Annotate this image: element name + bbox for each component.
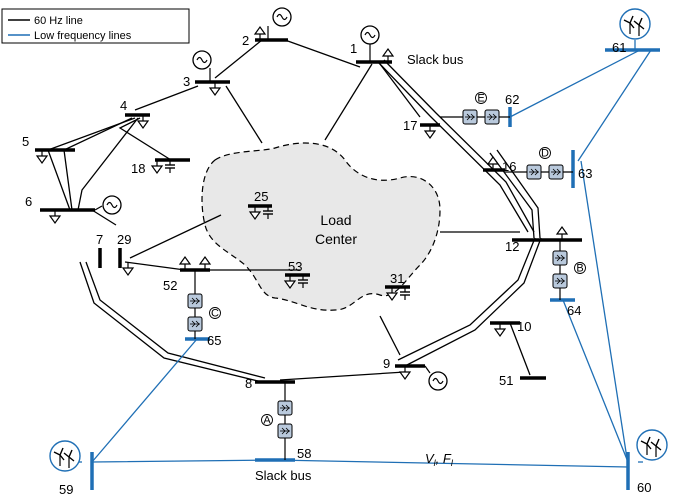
generator-icon [272, 7, 292, 27]
load-arrow-icon [487, 156, 499, 171]
bus-labels: 2 1 Slack bus 3 4 5 18 6 25 7 29 52 53 3… [22, 33, 651, 497]
load-arrow-icon [49, 209, 61, 224]
bus-label-65: 65 [207, 333, 221, 348]
generator-icon [428, 371, 448, 391]
wind-turbine-icon [636, 429, 668, 461]
slack-bus-label-top: Slack bus [407, 52, 464, 67]
low-frequency-buses [90, 48, 660, 490]
load-arrow-icon [209, 81, 221, 96]
generators [94, 7, 448, 391]
bus-label-51: 51 [499, 373, 513, 388]
bus-label-5: 5 [22, 134, 29, 149]
converter-icon [484, 109, 500, 125]
load-center-label-2: Center [315, 231, 357, 247]
converter-label-a: A [263, 415, 271, 427]
load-arrow-icon [399, 365, 411, 380]
bus-label-64: 64 [567, 303, 581, 318]
bus-label-62: 62 [505, 92, 519, 107]
load-arrow-icon [36, 149, 48, 164]
bus-label-18: 18 [131, 161, 145, 176]
converter-icon [187, 293, 203, 309]
converter-a: A [261, 382, 293, 460]
generator-icon [102, 195, 122, 215]
converters: E D B C [187, 92, 586, 460]
converter-label-b: B [576, 263, 583, 275]
converter-label-e: E [477, 93, 484, 105]
legend-label-low-freq: Low frequency lines [34, 30, 132, 42]
bus-label-25: 25 [254, 189, 268, 204]
converter-d: D [505, 147, 573, 180]
bus-label-2: 2 [242, 33, 249, 48]
converter-icon [277, 400, 293, 416]
bus-label-60: 60 [637, 480, 651, 495]
bus-label-7: 7 [96, 232, 103, 247]
generator-icon [360, 25, 380, 45]
bus-label-52: 52 [163, 278, 177, 293]
converter-icon [548, 164, 564, 180]
converter-icon [187, 316, 203, 332]
generator-icon [192, 50, 212, 70]
load-arrow-icon [151, 159, 163, 174]
bus-label-53: 53 [288, 259, 302, 274]
bus-label-6: 6 [25, 194, 32, 209]
vl-fl-label: Vl, Fl [425, 451, 454, 468]
load-arrow-icon [137, 114, 149, 129]
bus-label-16: 16 [502, 159, 516, 174]
bus-label-31: 31 [390, 271, 404, 286]
bus-label-10: 10 [517, 319, 531, 334]
load-arrow-icon [424, 124, 436, 139]
bus-label-61: 61 [612, 40, 626, 55]
bus-label-58: 58 [297, 446, 311, 461]
legend-box [1, 8, 190, 44]
load-arrow-icon [199, 256, 211, 271]
capacitor-icon [399, 286, 411, 301]
bus-label-29: 29 [117, 232, 131, 247]
bus-label-4: 4 [120, 98, 127, 113]
buses [35, 38, 582, 384]
load-arrow-icon [179, 256, 191, 271]
sixty-hz-lines [47, 39, 542, 383]
converter-label-d: D [541, 148, 549, 160]
bus-label-12: 12 [505, 239, 519, 254]
bus-label-63: 63 [578, 166, 592, 181]
converter-icon [552, 273, 568, 289]
wind-farms [49, 8, 668, 472]
legend-label-60hz: 60 Hz line [34, 15, 83, 27]
wind-turbine-icon [49, 440, 81, 472]
bus-label-3: 3 [183, 74, 190, 89]
bus-label-59: 59 [59, 482, 73, 497]
low-frequency-lines [91, 49, 652, 468]
converter-icon [552, 250, 568, 266]
load-arrow-icon [556, 226, 568, 241]
bus-label-17: 17 [403, 118, 417, 133]
slack-bus-label-bottom: Slack bus [255, 468, 312, 483]
load-arrow-icon [122, 261, 134, 276]
converter-c: C [187, 270, 221, 339]
converter-b: B [552, 240, 586, 300]
bus-label-9: 9 [383, 356, 390, 371]
legend: 60 Hz line Low frequency lines [1, 8, 190, 44]
converter-e: E [440, 92, 510, 125]
capacitor-icon [164, 159, 176, 174]
converter-icon [277, 423, 293, 439]
bus-label-1: 1 [350, 41, 357, 56]
load-center-region [201, 142, 441, 311]
converter-icon [526, 164, 542, 180]
load-center-label-1: Load [320, 212, 351, 228]
converter-icon [462, 109, 478, 125]
load-arrow-icon [494, 322, 506, 337]
bus-label-8: 8 [245, 376, 252, 391]
load-arrow-icon [254, 26, 266, 41]
converter-label-c: C [211, 308, 219, 320]
wind-turbine-icon [619, 8, 651, 40]
